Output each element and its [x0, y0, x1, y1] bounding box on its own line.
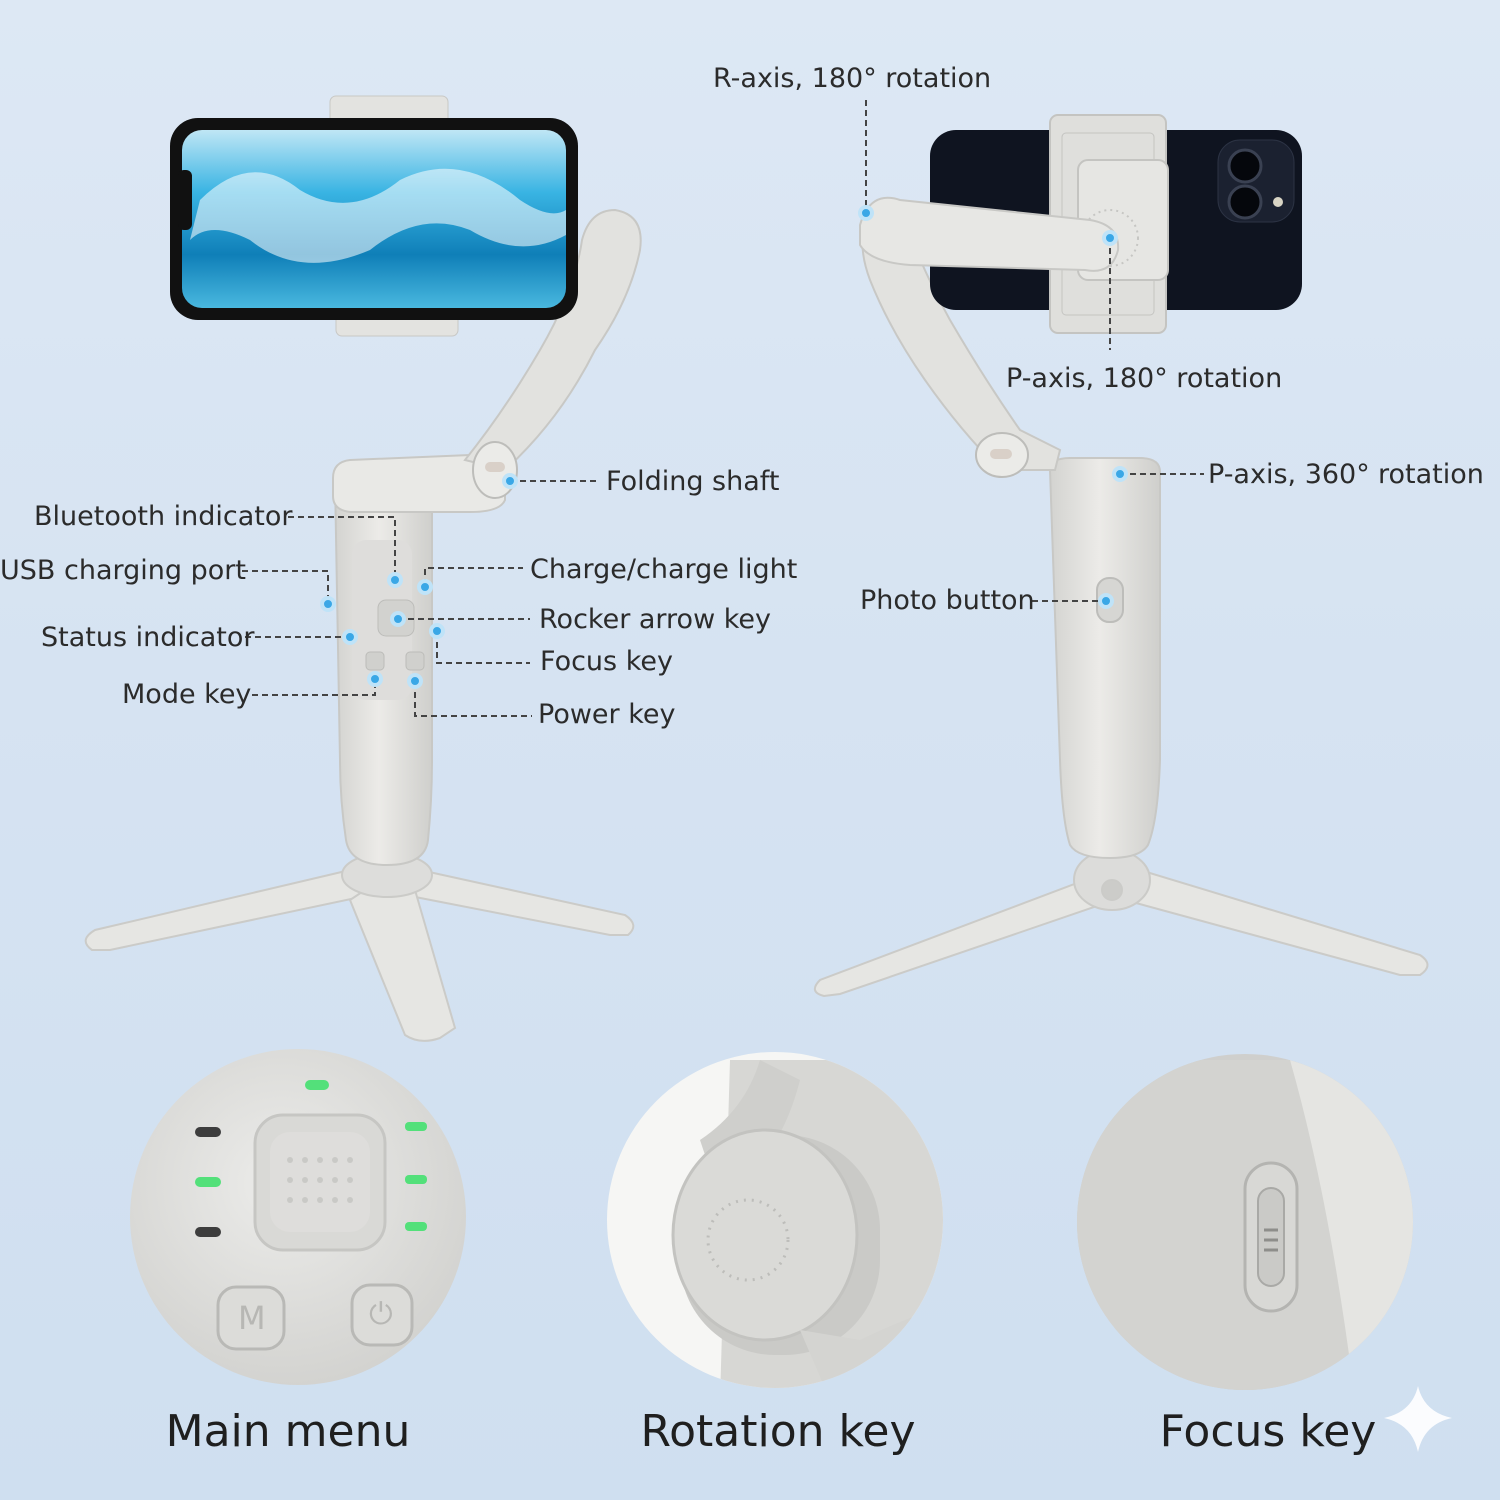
caption-focus-key: Focus key [1159, 1406, 1377, 1457]
label-focus-key: Focus key [540, 646, 673, 677]
closeup-main-menu [130, 1049, 466, 1385]
closeup-rotation-key [607, 1052, 943, 1388]
back-tripod [813, 849, 1429, 998]
front-power-btn [405, 651, 425, 671]
front-arm [463, 208, 642, 472]
markers [320, 205, 1128, 689]
front-gimbal [84, 95, 642, 1042]
label-folding-shaft: Folding shaft [606, 466, 780, 497]
leader-lines [242, 100, 1204, 717]
marker-p-axis-180 [1102, 230, 1118, 246]
label-rocker-arrow-key: Rocker arrow key [539, 604, 772, 635]
marker-status-indicator [342, 629, 358, 645]
closeup-focus-key [1077, 1054, 1413, 1390]
marker-rocker-arrow-key [390, 611, 406, 627]
label-bluetooth-indicator: Bluetooth indicator [34, 501, 293, 532]
label-p-axis-360: P-axis, 360° [1208, 459, 1370, 490]
back-handle [1048, 457, 1161, 860]
closeup-power-glyph: ⏻ [369, 1297, 393, 1332]
marker-charge-light [417, 579, 433, 595]
closeup-mode-button [216, 1285, 286, 1351]
label-charge-light: Charge/charge light [530, 554, 798, 585]
label-p-axis-360-rotation: rotation [1378, 459, 1484, 490]
label-photo-button: Photo button [860, 585, 1035, 616]
marker-photo-button [1098, 593, 1114, 609]
marker-r-axis [858, 205, 874, 221]
closeup-mode-glyph: M [238, 1299, 266, 1337]
front-motor-housing [332, 453, 506, 513]
caption-rotation-key: Rotation key [640, 1406, 916, 1457]
caption-main-menu: Main menu [165, 1406, 411, 1457]
marker-p-axis-360 [1112, 466, 1128, 482]
closeup-power-button [350, 1283, 414, 1347]
label-p-axis-180: P-axis, 180° rotation [1006, 363, 1283, 394]
sparkle-icon [1384, 1386, 1452, 1452]
label-r-axis: R-axis, 180° rotation [713, 63, 992, 94]
marker-folding-shaft [502, 473, 518, 489]
back-gimbal [813, 114, 1429, 998]
front-mode-btn [365, 651, 385, 671]
back-upper-arm [859, 196, 1120, 272]
marker-mode-key [367, 671, 383, 687]
label-mode-key: Mode key [122, 679, 252, 710]
marker-usb-port [320, 596, 336, 612]
label-usb-charging-port: USB charging port [0, 555, 246, 586]
marker-bluetooth-indicator [387, 572, 403, 588]
front-tripod [84, 852, 635, 1042]
marker-rocker-right [429, 623, 445, 639]
marker-power-key [407, 673, 423, 689]
label-status-indicator: Status indicator [41, 622, 255, 653]
label-power-key: Power key [538, 699, 676, 730]
